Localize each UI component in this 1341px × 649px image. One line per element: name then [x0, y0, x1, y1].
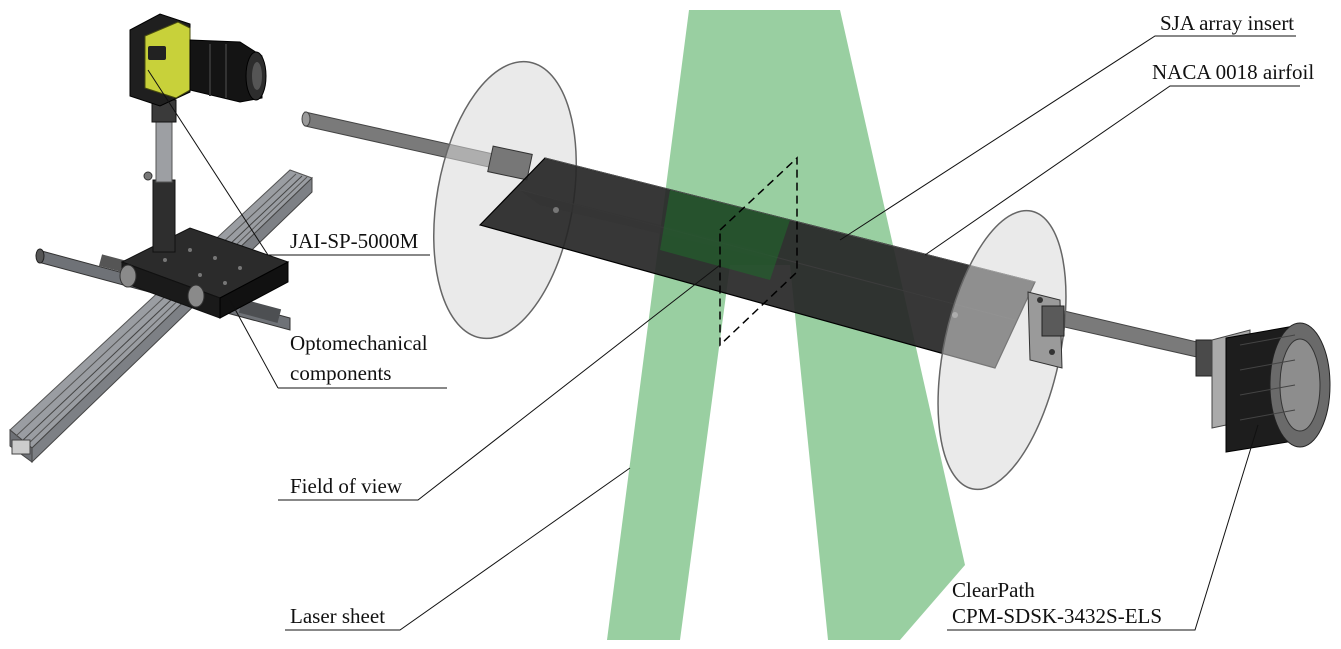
leader-lines [147, 35, 1300, 631]
right-endplate-disk [937, 209, 1067, 491]
labels: SJA array insert NACA 0018 airfoil JAI-S… [290, 11, 1314, 628]
label-naca-airfoil: NACA 0018 airfoil [1152, 60, 1314, 84]
leader-fov [278, 264, 721, 501]
leader-camera-pointer [147, 69, 269, 256]
field-of-view-box [719, 156, 798, 347]
optomechanical-stage [35, 99, 291, 331]
label-motor-line1: ClearPath [952, 578, 1035, 602]
label-camera: JAI-SP-5000M [290, 229, 419, 253]
leader-airfoil [924, 85, 1300, 256]
leader-motor [947, 424, 1259, 631]
label-field-of-view: Field of view [290, 474, 403, 498]
leader-laser [285, 467, 631, 631]
label-optomechanical-line2: components [290, 361, 391, 385]
label-motor-line2: CPM-SDSK-3432S-ELS [952, 604, 1162, 628]
laser-sheet-shape [607, 10, 965, 640]
camera-model [129, 13, 267, 107]
label-optomechanical-line1: Optomechanical [290, 331, 428, 355]
motor-model [1195, 322, 1331, 453]
leader-optomech-pointer [229, 299, 279, 389]
label-laser-sheet: Laser sheet [290, 604, 385, 628]
leader-sja [839, 35, 1296, 241]
label-sja-array-insert: SJA array insert [1160, 11, 1294, 35]
airfoil-model [478, 157, 1036, 369]
